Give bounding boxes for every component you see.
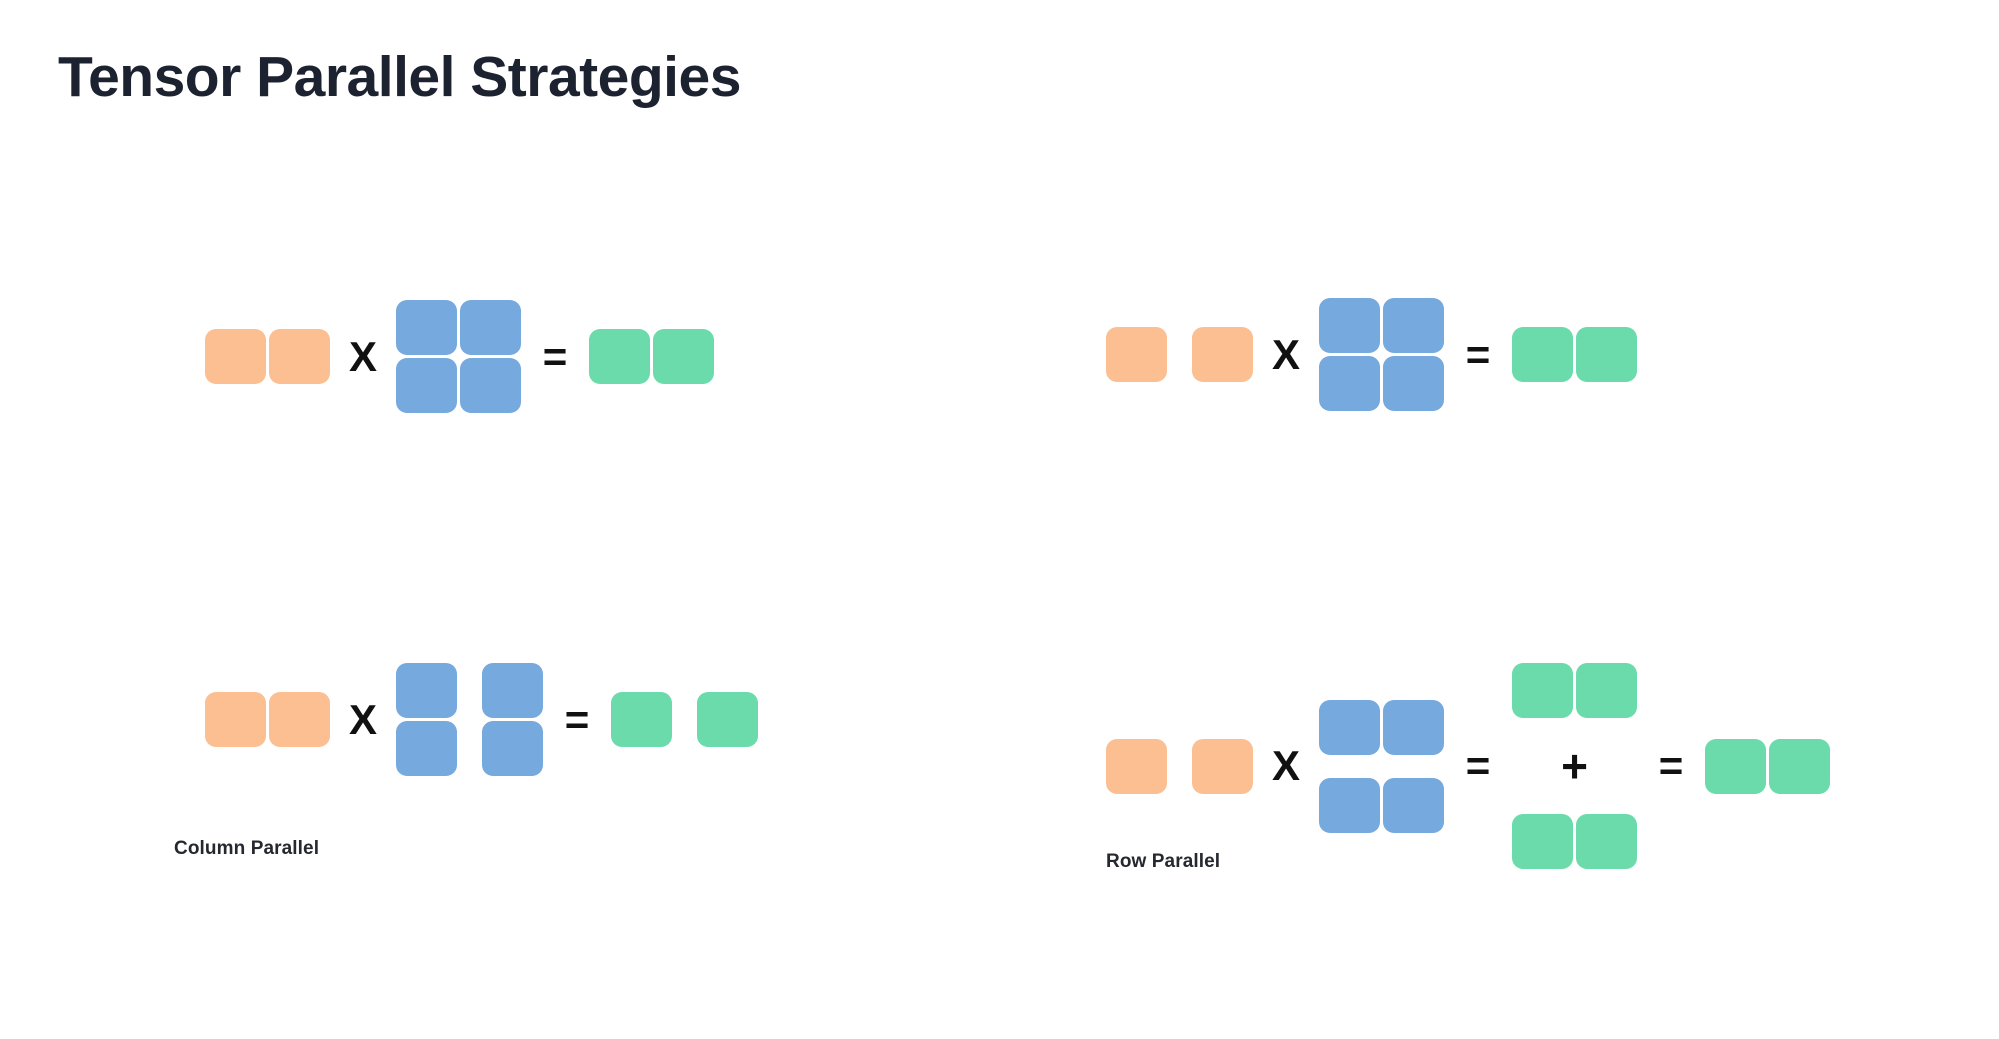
matrix-row — [396, 663, 543, 718]
matrix-cell — [269, 329, 330, 384]
matrix-cell — [1383, 356, 1444, 411]
matrix-row — [1319, 777, 1444, 833]
equals-operator: = — [564, 695, 590, 743]
matrix-cell — [1319, 777, 1380, 833]
input-matrix-orange — [205, 692, 330, 747]
matrix-row — [1106, 327, 1253, 382]
matrix-row — [1512, 327, 1637, 382]
caption-row-parallel: Row Parallel — [1106, 851, 1221, 872]
matrix-cell — [396, 663, 457, 718]
weight-matrix-blue-column-split — [396, 663, 543, 776]
multiply-operator: X — [1271, 330, 1300, 378]
matrix-cell — [1319, 356, 1380, 411]
matrix-cell — [1576, 814, 1637, 869]
matrix-cell — [482, 663, 543, 718]
output-matrix-green-column-split — [611, 692, 758, 747]
matrix-cell — [1319, 699, 1380, 755]
matrix-cell — [1383, 298, 1444, 353]
matrix-row — [1319, 356, 1444, 411]
matrix-cell — [1512, 327, 1573, 382]
matrix-row — [396, 721, 543, 776]
matrix-row — [1106, 738, 1253, 794]
matrix-row — [205, 329, 330, 384]
matrix-cell — [589, 329, 650, 384]
matrix-cell — [1769, 738, 1830, 794]
matrix-row — [396, 358, 521, 413]
multiply-operator: X — [348, 695, 377, 743]
input-matrix-orange-column-split — [1106, 738, 1253, 794]
multiply-operator: X — [348, 332, 377, 380]
input-matrix-orange — [205, 329, 330, 384]
column-parallel-unsharded-equation: X = — [205, 300, 714, 413]
multiply-operator: X — [1271, 742, 1300, 789]
matrix-row — [1705, 738, 1830, 794]
matrix-row — [589, 329, 714, 384]
matrix-row — [396, 300, 521, 355]
partial-output-matrix-green — [1512, 663, 1637, 718]
matrix-row — [1319, 699, 1444, 755]
matrix-cell — [1705, 738, 1766, 794]
matrix-cell — [1512, 663, 1573, 718]
equals-operator: = — [1658, 742, 1684, 789]
matrix-cell — [205, 329, 266, 384]
weight-matrix-blue — [396, 300, 521, 413]
matrix-cell — [1383, 699, 1444, 755]
page-title: Tensor Parallel Strategies — [58, 45, 741, 109]
matrix-cell — [396, 358, 457, 413]
plus-operator: + — [1561, 740, 1588, 792]
column-parallel-sharded-equation: X = — [205, 663, 758, 776]
matrix-cell — [1319, 298, 1380, 353]
output-matrix-green-reduced — [1705, 738, 1830, 794]
matrix-cell — [1512, 814, 1573, 869]
equals-operator: = — [1465, 330, 1491, 378]
row-parallel-sharded-equation: X = + — [1106, 663, 1830, 869]
row-parallel-unsharded-equation: X = — [1106, 298, 1637, 411]
matrix-cell — [1106, 738, 1167, 794]
matrix-row — [611, 692, 758, 747]
caption-column-parallel: Column Parallel — [174, 838, 320, 859]
partial-output-matrix-green — [1512, 814, 1637, 869]
matrix-row — [205, 692, 330, 747]
matrix-cell — [697, 692, 758, 747]
matrix-cell — [205, 692, 266, 747]
matrix-cell — [653, 329, 714, 384]
matrix-cell — [269, 692, 330, 747]
matrix-cell — [1192, 327, 1253, 382]
matrix-cell — [1106, 327, 1167, 382]
partial-outputs-group: + — [1512, 663, 1637, 869]
matrix-cell — [611, 692, 672, 747]
matrix-cell — [460, 358, 521, 413]
matrix-cell — [1192, 738, 1253, 794]
weight-matrix-blue — [1319, 298, 1444, 411]
matrix-cell — [1576, 327, 1637, 382]
matrix-row — [1512, 663, 1637, 718]
equals-operator: = — [1465, 742, 1491, 789]
matrix-row — [1319, 298, 1444, 353]
matrix-cell — [1383, 777, 1444, 833]
weight-matrix-blue-row-split — [1319, 699, 1444, 833]
output-matrix-green — [589, 329, 714, 384]
input-matrix-orange-column-split — [1106, 327, 1253, 382]
matrix-cell — [1576, 663, 1637, 718]
matrix-cell — [460, 300, 521, 355]
matrix-cell — [396, 721, 457, 776]
matrix-cell — [482, 721, 543, 776]
matrix-cell — [396, 300, 457, 355]
matrix-row — [1512, 814, 1637, 869]
output-matrix-green — [1512, 327, 1637, 382]
equals-operator: = — [542, 332, 568, 380]
